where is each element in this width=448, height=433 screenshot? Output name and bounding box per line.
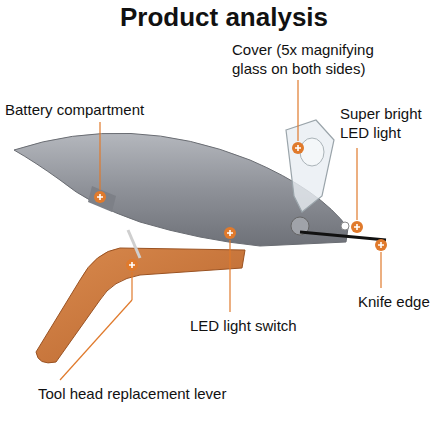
magnifier-cover bbox=[286, 120, 334, 212]
part-label: Battery compartment bbox=[5, 100, 175, 119]
part-label: Super bright LED light bbox=[340, 104, 440, 142]
page-title: Product analysis bbox=[0, 2, 448, 33]
plus-markers bbox=[94, 142, 387, 271]
magnifier-lens bbox=[300, 138, 324, 166]
part-label: Tool head replacement lever bbox=[38, 384, 298, 403]
battery-cap bbox=[88, 186, 116, 212]
led bbox=[341, 222, 349, 230]
knife-blade bbox=[300, 232, 386, 240]
part-label: Cover (5x magnifying glass on both sides… bbox=[232, 40, 400, 78]
spring bbox=[128, 230, 140, 258]
lever-body bbox=[36, 248, 245, 363]
part-label: Knife edge bbox=[358, 292, 444, 311]
leader-lines bbox=[60, 80, 381, 380]
part-label: LED light switch bbox=[190, 316, 330, 335]
